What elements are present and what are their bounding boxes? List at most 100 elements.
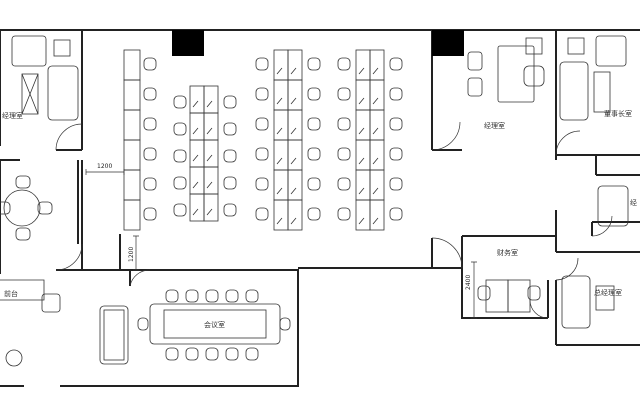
chair [245, 289, 259, 303]
workstation-desk [355, 109, 371, 141]
workstation-desk [189, 193, 205, 222]
finance-desk [485, 279, 509, 313]
chair [307, 177, 321, 191]
finance-desk [507, 279, 531, 313]
structural-column [172, 30, 204, 56]
workstation-desk [203, 112, 219, 141]
chair [389, 177, 403, 191]
workstation-desk [355, 199, 371, 231]
chair [255, 57, 269, 71]
chair [205, 347, 219, 361]
office-desk [11, 35, 47, 67]
sofa [47, 65, 79, 121]
workstation-desk [189, 139, 205, 168]
computer-monitor [358, 217, 379, 225]
workstation-desk [273, 49, 289, 81]
door-swing [431, 121, 461, 151]
sofa [597, 185, 629, 227]
chair [143, 87, 157, 101]
workstation-desk [203, 139, 219, 168]
chair [223, 176, 237, 190]
side-cabinet [567, 37, 585, 55]
chair [137, 317, 149, 331]
workstation-desk [355, 79, 371, 111]
chair [255, 87, 269, 101]
chair [173, 176, 187, 190]
door-swing [55, 123, 83, 151]
chair [255, 147, 269, 161]
chair [143, 207, 157, 221]
chair [337, 147, 351, 161]
dimension-corridor-1200-top: 1200 [97, 163, 112, 170]
workstation-desk [355, 169, 371, 201]
chair [223, 122, 237, 136]
sofa [561, 275, 591, 329]
side-table [593, 71, 611, 113]
workstation-desk [189, 112, 205, 141]
computer-monitor [276, 97, 297, 105]
chair [467, 51, 483, 71]
door-swing [555, 257, 579, 281]
chair [389, 147, 403, 161]
chair [337, 177, 351, 191]
workstation-desk [273, 109, 289, 141]
sofa-cushion [103, 309, 125, 361]
room-label-finance-room: 财务室 [497, 248, 518, 257]
workstation-desk [123, 109, 141, 141]
workstation-desk [369, 199, 385, 231]
chair [467, 77, 483, 97]
room-label-general-manager-office: 总经理室 [594, 288, 622, 297]
computer-monitor [276, 67, 297, 75]
workstation-desk [287, 109, 303, 141]
chair [307, 117, 321, 131]
chair [307, 57, 321, 71]
computer-monitor [358, 97, 379, 105]
chair [37, 201, 53, 215]
chair [279, 317, 291, 331]
computer-monitor [192, 208, 213, 216]
door-swing [555, 130, 581, 156]
chair [389, 87, 403, 101]
workstation-desk [123, 139, 141, 171]
walls [0, 29, 640, 387]
sofa [559, 61, 589, 121]
workstation-desk [123, 169, 141, 201]
room-label-manager-office-1: 经理室 [2, 111, 23, 120]
workstation-desk [189, 166, 205, 195]
chair [337, 57, 351, 71]
chair [389, 207, 403, 221]
door-swing [529, 299, 549, 319]
meeting-table-inner [163, 309, 267, 339]
workstation-desk [355, 139, 371, 171]
dimension-line [133, 235, 139, 271]
workstation-desk [287, 79, 303, 111]
chair [143, 147, 157, 161]
side-table [21, 73, 39, 115]
chair [143, 117, 157, 131]
chair [337, 87, 351, 101]
office-chair [523, 65, 545, 87]
computer-monitor [276, 127, 297, 135]
workstation-desk [123, 79, 141, 111]
workstation-desk [369, 139, 385, 171]
chair [527, 285, 541, 301]
workstation-desk [355, 49, 371, 81]
office-desk [497, 45, 535, 103]
workstation-desk [369, 49, 385, 81]
door-swing [431, 237, 463, 269]
chair [307, 207, 321, 221]
computer-monitor [192, 127, 213, 135]
office-desk [595, 35, 627, 67]
structural-column [432, 30, 464, 56]
room-label-right-edge: 经 [630, 198, 637, 207]
workstation-desk [369, 169, 385, 201]
chair [165, 347, 179, 361]
sofa [99, 305, 129, 365]
chair [337, 117, 351, 131]
workstation-desk [273, 79, 289, 111]
computer-monitor [192, 100, 213, 108]
room-label-meeting-room: 会议室 [204, 320, 225, 329]
workstation-desk [287, 199, 303, 231]
room-label-reception-desk: 前台 [4, 289, 18, 298]
